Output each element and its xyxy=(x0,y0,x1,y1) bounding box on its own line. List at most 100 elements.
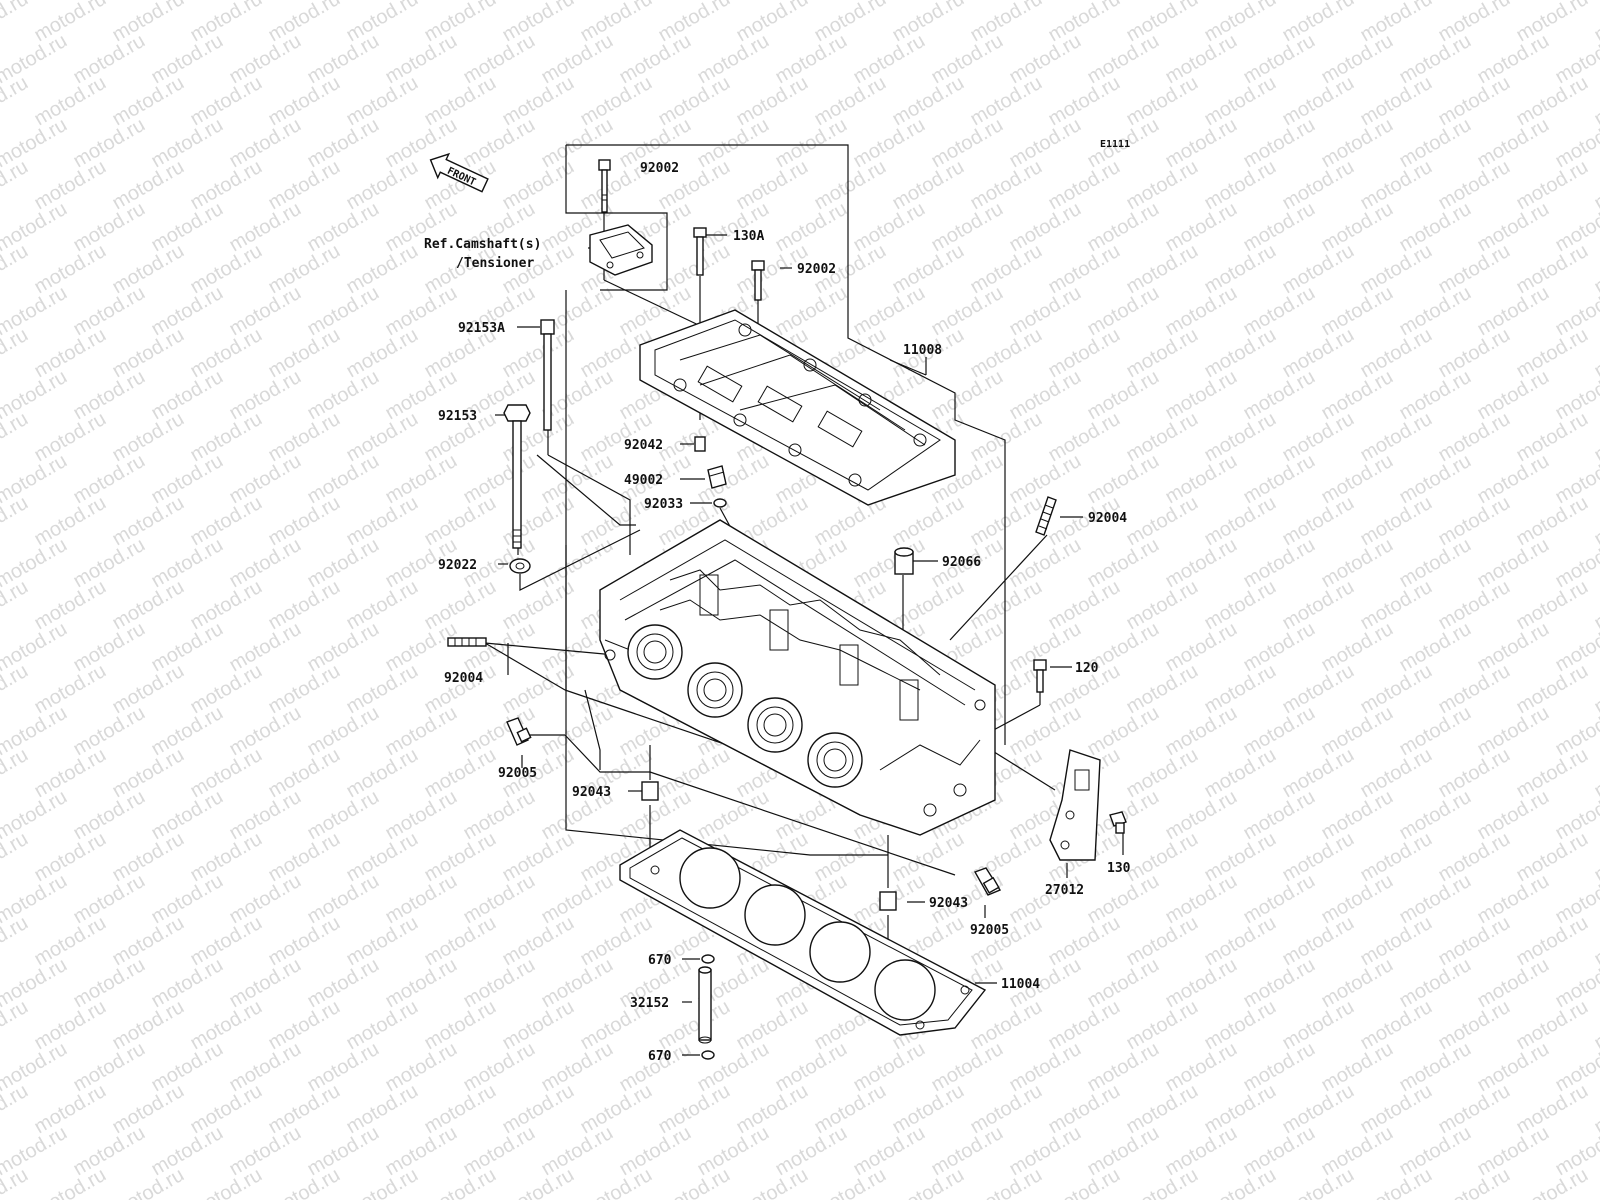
watermark-text: motod.ru xyxy=(1045,156,1124,215)
watermark-text: motod.ru xyxy=(343,660,422,719)
watermark-text: motod.ru xyxy=(70,450,149,509)
watermark-text: motod.ru xyxy=(1513,156,1592,215)
watermark-text: motod.ru xyxy=(1045,912,1124,971)
watermark-text: motod.ru xyxy=(1591,996,1600,1055)
watermark-text: motod.ru xyxy=(1240,1122,1319,1181)
watermark-text: motod.ru xyxy=(1435,1164,1514,1200)
watermark-text: motod.ru xyxy=(1474,450,1553,509)
watermark-text: motod.ru xyxy=(421,660,500,719)
watermark-text: motod.ru xyxy=(148,366,227,425)
watermark-text: motod.ru xyxy=(304,702,383,761)
watermark-text: motod.ru xyxy=(265,324,344,383)
dowel-92043-right xyxy=(879,891,897,911)
watermark-text: motod.ru xyxy=(1162,954,1241,1013)
watermark-text: motod.ru xyxy=(1006,366,1085,425)
callout-92004-left: 92004 xyxy=(444,671,483,686)
watermark-text: motod.ru xyxy=(226,1122,305,1181)
watermark-text: motod.ru xyxy=(226,366,305,425)
watermark-text: motod.ru xyxy=(31,660,110,719)
watermark-text: motod.ru xyxy=(1474,954,1553,1013)
watermark-text: motod.ru xyxy=(1240,450,1319,509)
watermark-text: motod.ru xyxy=(109,744,188,803)
watermark-text: motod.ru xyxy=(31,1164,110,1200)
watermark-text: motod.ru xyxy=(70,282,149,341)
watermark-text: motod.ru xyxy=(733,1080,812,1139)
watermark-text: motod.ru xyxy=(850,534,929,593)
watermark-text: motod.ru xyxy=(0,240,32,299)
watermark-text: motod.ru xyxy=(31,240,110,299)
watermark-text: motod.ru xyxy=(1045,240,1124,299)
watermark-text: motod.ru xyxy=(1318,1122,1397,1181)
watermark-text: motod.ru xyxy=(1474,702,1553,761)
watermark-text: motod.ru xyxy=(967,1164,1046,1200)
watermark-text: motod.ru xyxy=(187,912,266,971)
watermark-text: motod.ru xyxy=(1513,492,1592,551)
watermark-text: motod.ru xyxy=(382,282,461,341)
watermark-text: motod.ru xyxy=(109,240,188,299)
watermark-text: motod.ru xyxy=(694,114,773,173)
watermark-text: motod.ru xyxy=(1240,954,1319,1013)
watermark-text: motod.ru xyxy=(577,72,656,131)
watermark-text: motod.ru xyxy=(421,744,500,803)
watermark-text: motod.ru xyxy=(1006,1122,1085,1181)
watermark-text: motod.ru xyxy=(265,660,344,719)
watermark-text: motod.ru xyxy=(304,954,383,1013)
bolt-92153A xyxy=(540,319,555,431)
watermark-text: motod.ru xyxy=(226,198,305,257)
watermark-text: motod.ru xyxy=(226,786,305,845)
watermark-text: motod.ru xyxy=(1591,576,1600,635)
watermark-text: motod.ru xyxy=(304,198,383,257)
ring-92033 xyxy=(713,498,727,508)
watermark-text: motod.ru xyxy=(772,1122,851,1181)
watermark-text: motod.ru xyxy=(1396,534,1475,593)
watermark-text: motod.ru xyxy=(421,72,500,131)
watermark-text: motod.ru xyxy=(1396,870,1475,929)
callout-670-bottom: 670 xyxy=(648,1049,672,1064)
watermark-text: motod.ru xyxy=(1513,240,1592,299)
watermark-text: motod.ru xyxy=(1357,324,1436,383)
watermark-text: motod.ru xyxy=(0,408,32,467)
watermark-text: motod.ru xyxy=(148,534,227,593)
watermark-text: motod.ru xyxy=(1591,324,1600,383)
watermark-text: motod.ru xyxy=(0,744,32,803)
watermark-text: motod.ru xyxy=(1435,72,1514,131)
watermark-text: motod.ru xyxy=(1357,156,1436,215)
bolt-130 xyxy=(1109,811,1127,834)
watermark-text: motod.ru xyxy=(1045,408,1124,467)
watermark-text: motod.ru xyxy=(1162,534,1241,593)
watermark-text: motod.ru xyxy=(1123,996,1202,1055)
watermark-text: motod.ru xyxy=(265,1164,344,1200)
watermark-text: motod.ru xyxy=(1513,744,1592,803)
watermark-text: motod.ru xyxy=(1123,912,1202,971)
watermark-text: motod.ru xyxy=(1513,324,1592,383)
watermark-text: motod.ru xyxy=(343,828,422,887)
watermark-text: motod.ru xyxy=(109,324,188,383)
watermark-text: motod.ru xyxy=(187,72,266,131)
watermark-text: motod.ru xyxy=(1162,198,1241,257)
watermark-text: motod.ru xyxy=(538,954,617,1013)
watermark-text: motod.ru xyxy=(1201,912,1280,971)
watermark-text: motod.ru xyxy=(1201,156,1280,215)
watermark-text: motod.ru xyxy=(967,324,1046,383)
watermark-text: motod.ru xyxy=(1591,912,1600,971)
watermark-text: motod.ru xyxy=(1357,240,1436,299)
watermark-text: motod.ru xyxy=(343,576,422,635)
watermark-text: motod.ru xyxy=(70,534,149,593)
watermark-text: motod.ru xyxy=(1396,30,1475,89)
watermark-text: motod.ru xyxy=(31,744,110,803)
watermark-text: motod.ru xyxy=(265,996,344,1055)
cylinder-port-3 xyxy=(747,697,803,753)
watermark-text: motod.ru xyxy=(1357,912,1436,971)
watermark-text: motod.ru xyxy=(1318,30,1397,89)
watermark-text: motod.ru xyxy=(382,618,461,677)
watermark-text: motod.ru xyxy=(1591,492,1600,551)
callout-49002: 49002 xyxy=(624,473,663,488)
plug-92066 xyxy=(894,547,914,575)
watermark-text: motod.ru xyxy=(1513,996,1592,1055)
watermark-text: motod.ru xyxy=(1084,366,1163,425)
watermark-text: motod.ru xyxy=(1240,198,1319,257)
watermark-text: motod.ru xyxy=(1474,534,1553,593)
watermark-text: motod.ru xyxy=(304,1122,383,1181)
watermark-text: motod.ru xyxy=(1513,1164,1592,1200)
watermark-text: motod.ru xyxy=(1435,576,1514,635)
